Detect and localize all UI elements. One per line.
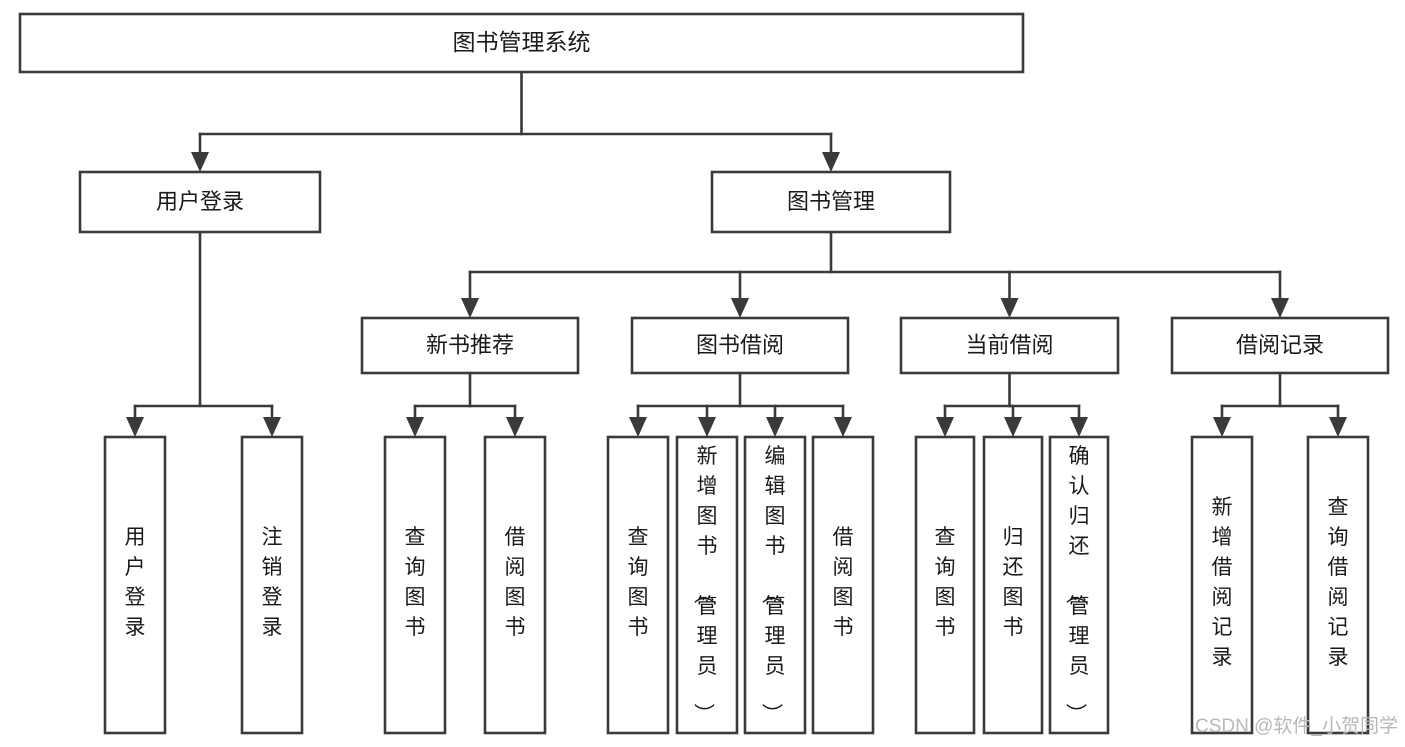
- node-book-manage-label: 图书管理: [787, 189, 875, 214]
- node-borrow-record[interactable]: 借阅记录: [1170, 316, 1390, 375]
- leaf-node-leaf-query-book-2[interactable]: 查询图书: [606, 435, 670, 735]
- leaf-node-leaf-add-borrow-record[interactable]: 新增借阅记录: [1190, 435, 1254, 735]
- nodes-layer: 图书管理系统用户登录图书管理新书推荐图书借阅当前借阅借阅记录用户登录注销登录查询…: [18, 12, 1390, 735]
- leaf-node-leaf-borrow-book-2-label: 借阅图书: [833, 526, 854, 639]
- csdn-watermark: CSDN @软件_小贺同学: [1195, 715, 1398, 737]
- leaf-node-leaf-add-book-admin[interactable]: 新增图书（管理员）: [675, 435, 739, 735]
- node-book-borrow-label: 图书借阅: [696, 332, 784, 357]
- leaf-node-leaf-return-book-label: 归还图书: [1003, 526, 1024, 639]
- leaf-node-leaf-confirm-return-label: 确认归还（管理员）: [1064, 445, 1090, 724]
- leaf-node-leaf-query-book-3-label: 查询图书: [935, 526, 956, 639]
- leaf-node-leaf-confirm-return[interactable]: 确认归还（管理员）: [1048, 435, 1110, 735]
- leaf-node-leaf-edit-book-admin-label: 编辑图书（管理员）: [760, 445, 786, 724]
- node-user-login[interactable]: 用户登录: [78, 170, 322, 234]
- connectors-layer: [126, 70, 1347, 437]
- leaf-node-leaf-edit-book-admin[interactable]: 编辑图书（管理员）: [743, 435, 807, 735]
- node-new-book-recommend-label: 新书推荐: [426, 332, 514, 357]
- leaf-node-leaf-query-book-3[interactable]: 查询图书: [914, 435, 976, 735]
- leaf-node-leaf-user-logout[interactable]: 注销登录: [240, 435, 304, 735]
- node-book-borrow[interactable]: 图书借阅: [630, 316, 850, 375]
- leaf-node-leaf-return-book[interactable]: 归还图书: [982, 435, 1044, 735]
- leaf-node-leaf-query-book-1-label: 查询图书: [405, 526, 426, 639]
- leaf-node-leaf-borrow-book-1[interactable]: 借阅图书: [483, 435, 547, 735]
- node-borrow-record-label: 借阅记录: [1236, 332, 1324, 357]
- leaf-node-leaf-user-logout-label: 注销登录: [262, 526, 283, 639]
- leaf-node-leaf-user-login[interactable]: 用户登录: [103, 435, 167, 735]
- node-root-root-label: 图书管理系统: [453, 29, 591, 55]
- leaf-node-leaf-query-book-1[interactable]: 查询图书: [383, 435, 447, 735]
- leaf-node-leaf-query-borrow-record[interactable]: 查询借阅记录: [1306, 435, 1370, 735]
- leaf-node-leaf-query-book-2-label: 查询图书: [628, 526, 649, 639]
- leaf-node-leaf-user-login-label: 用户登录: [125, 526, 146, 639]
- node-book-manage[interactable]: 图书管理: [710, 170, 952, 234]
- node-current-borrow-label: 当前借阅: [965, 332, 1053, 357]
- node-user-login-label: 用户登录: [156, 189, 244, 214]
- leaf-node-leaf-borrow-book-2[interactable]: 借阅图书: [811, 435, 875, 735]
- leaf-node-leaf-query-borrow-record-label: 查询借阅记录: [1328, 496, 1349, 669]
- leaf-node-leaf-add-book-admin-label: 新增图书（管理员）: [692, 445, 718, 724]
- node-current-borrow[interactable]: 当前借阅: [899, 316, 1120, 375]
- node-root-root[interactable]: 图书管理系统: [18, 12, 1025, 74]
- node-new-book-recommend[interactable]: 新书推荐: [360, 316, 580, 375]
- leaf-node-leaf-add-borrow-record-label: 新增借阅记录: [1212, 496, 1233, 669]
- leaf-node-leaf-borrow-book-1-label: 借阅图书: [505, 526, 526, 639]
